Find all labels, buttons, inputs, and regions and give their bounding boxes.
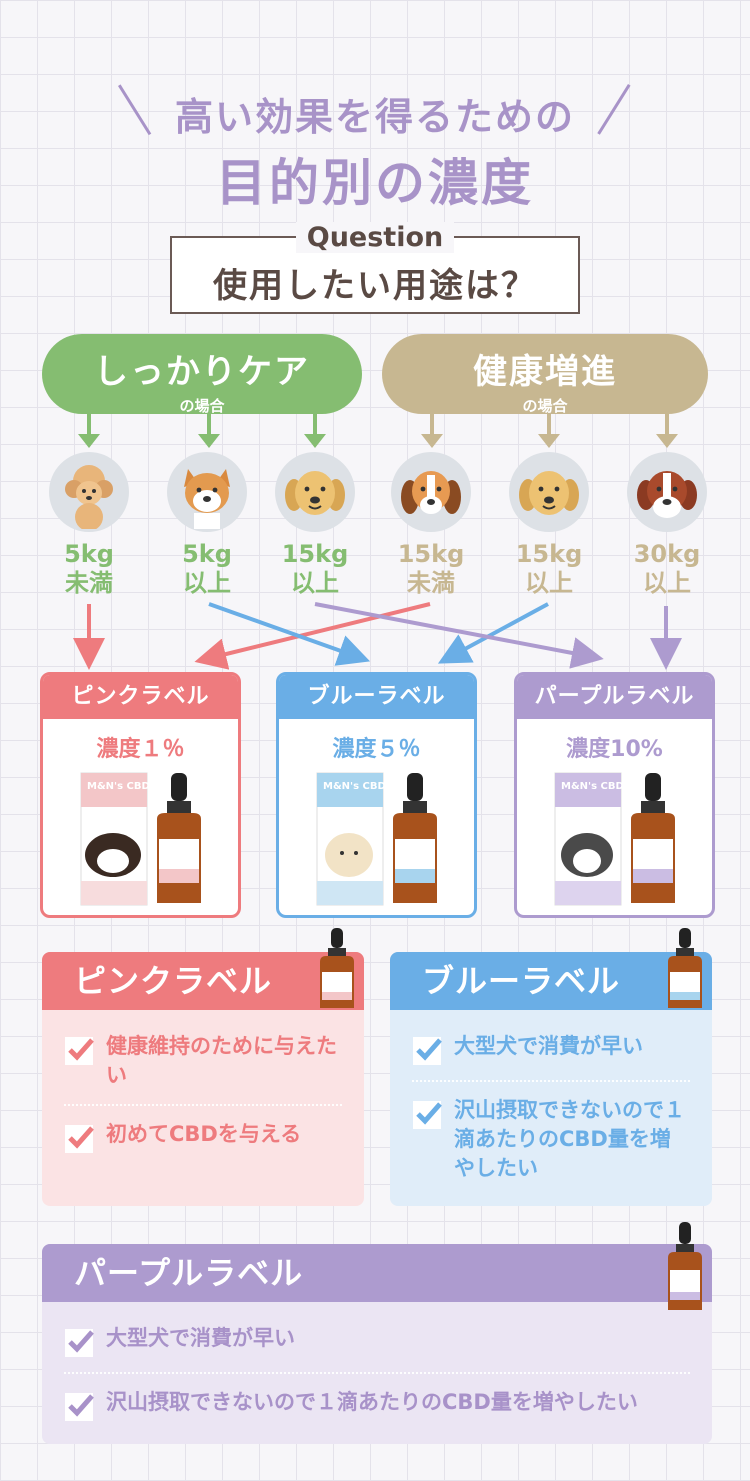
dog-weight: 15kg 以上 [499,540,599,598]
list-item: 大型犬で消費が早い [64,1310,690,1374]
category-sub: の場合 [522,397,568,415]
list-item-text: 大型犬で消費が早い [106,1326,295,1350]
list-item-text: 大型犬で消費が早い [454,1034,643,1058]
arrow-down-icon [78,414,100,448]
category-title: しっかりケア [94,352,310,392]
label-card-title: パープルラベル [517,675,712,719]
concentration: 濃度１％ [96,737,185,762]
question-text: 使用したい用途は？ [213,266,537,306]
golden-retriever-icon [509,452,589,532]
weight-value: 30kg [633,540,701,568]
weight-condition: 未満 [65,569,113,597]
bottle-icon [668,928,702,1008]
label-card-purple: パープルラベル 濃度10% M&N's CBD [514,672,715,918]
poodle-icon [49,452,129,532]
list-item-text: 沢山摂取できないので１滴あたりのCBD量を増やしたい [106,1390,638,1414]
arrow-down-icon [198,414,220,448]
dog-weight: 5kg 未満 [39,540,139,598]
dog-weight: 15kg 未満 [381,540,481,598]
panel-purple: パープルラベル 大型犬で消費が早い 沢山摂取できないので１滴あたりのCBD量を増… [42,1244,712,1444]
arrow-down-icon [421,414,443,448]
bottle-icon [668,1222,702,1310]
product-brand: M&N's CBD [561,781,624,792]
arrow-down-icon [656,414,678,448]
product-brand: M&N's CBD [87,781,150,792]
list-item: 大型犬で消費が早い [412,1018,690,1082]
weight-value: 15kg [397,540,465,568]
check-icon [65,1329,94,1357]
concentration: 濃度10% [566,737,663,762]
label-card-title: ピンクラベル [43,675,238,719]
saint-bernard-icon [627,452,707,532]
check-icon [65,1125,94,1153]
arrow-down-icon [304,414,326,448]
weight-condition: 以上 [291,569,339,597]
panel-title: ピンクラベル [42,952,364,1010]
weight-value: 5kg [64,540,114,568]
arrow-blue [437,602,549,664]
question-label: Question [296,222,454,253]
check-icon [65,1037,94,1065]
weight-condition: 未満 [407,569,455,597]
list-item: 沢山摂取できないので１滴あたりのCBD量を増やしたい [412,1082,690,1197]
check-icon [413,1037,442,1065]
panel-title: パープルラベル [42,1244,712,1302]
list-item: 初めてCBDを与える [64,1106,342,1168]
list-item-text: 健康維持のために与えたい [106,1034,337,1087]
arrow-blue [208,602,371,666]
weight-value: 5kg [182,540,232,568]
shiba-icon [167,452,247,532]
list-item-text: 沢山摂取できないので１滴あたりのCBD量を増やしたい [454,1098,685,1180]
check-icon [413,1101,442,1129]
routing-arrows [73,602,682,670]
panel-title: ブルーラベル [390,952,712,1010]
category-health-promotion: 健康増進 の場合 [382,334,708,415]
golden-retriever-icon [275,452,355,532]
label-card-title: ブルーラベル [279,675,474,719]
weight-condition: 以上 [643,569,691,597]
product-brand: M&N's CBD [323,781,386,792]
dog-weight: 5kg 以上 [157,540,257,598]
category-sub: の場合 [179,397,225,415]
weight-condition: 以上 [525,569,573,597]
page-subtitle: 高い効果を得るための [174,95,575,139]
product-image: M&N's CBD [554,772,675,906]
dog-weight: 15kg 以上 [265,540,365,598]
weight-value: 15kg [515,540,583,568]
label-card-blue: ブルーラベル 濃度５％ M&N's CBD [276,672,477,918]
weight-condition: 以上 [183,569,231,597]
label-card-pink: ピンクラベル 濃度１％ M&N's CBD [40,672,241,918]
panel-pink: ピンクラベル 健康維持のために与えたい 初めてCBDを与える [42,952,364,1206]
panel-blue: ブルーラベル 大型犬で消費が早い 沢山摂取できないので１滴あたりのCBD量を増や… [390,952,712,1206]
list-item: 健康維持のために与えたい [64,1018,342,1106]
panel-body: 健康維持のために与えたい 初めてCBDを与える [42,1010,364,1176]
page-title: 目的別の濃度 [216,154,534,212]
weight-value: 15kg [281,540,349,568]
concentration: 濃度５％ [332,737,421,762]
product-image: M&N's CBD [80,772,201,906]
category-title: 健康増進 [473,352,617,392]
product-image: M&N's CBD [316,772,437,906]
panel-body: 大型犬で消費が早い 沢山摂取できないので１滴あたりのCBD量を増やしたい [42,1302,712,1444]
check-icon [65,1393,94,1421]
arrow-purple [314,602,604,669]
list-item-text: 初めてCBDを与える [106,1122,302,1146]
arrow-down-icon [538,414,560,448]
arrow-pink [194,602,431,670]
beagle-icon [391,452,471,532]
bottle-icon [320,928,354,1008]
panel-body: 大型犬で消費が早い 沢山摂取できないので１滴あたりのCBD量を増やしたい [390,1010,712,1205]
category-intensive-care: しっかりケア の場合 [42,334,362,415]
dog-weight: 30kg 以上 [617,540,717,598]
list-item: 沢山摂取できないので１滴あたりのCBD量を増やしたい [64,1374,690,1436]
